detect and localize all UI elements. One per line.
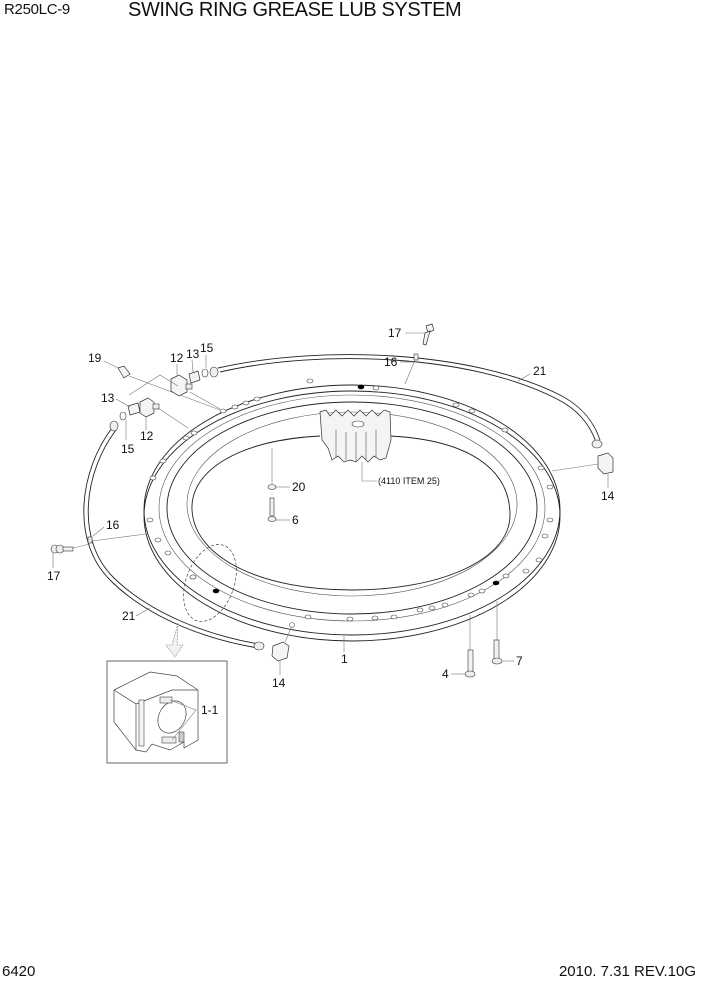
bolt-holes	[146, 378, 554, 622]
hose-nut-upper	[209, 366, 219, 378]
detail-circle	[183, 544, 237, 622]
bolt-7	[491, 639, 503, 665]
connector-13-lower	[127, 402, 141, 416]
pinion-gear	[319, 409, 392, 463]
washer-20	[267, 484, 277, 490]
bolt-17-upper	[422, 323, 435, 346]
swing-ring	[143, 384, 561, 642]
callout-15: 15	[121, 442, 135, 456]
oring-15-lower	[119, 411, 127, 421]
callout-17: 17	[388, 326, 402, 340]
elbow-14-right	[597, 452, 614, 475]
hose-nut-right	[591, 439, 603, 449]
detail-inset-1-1	[106, 660, 228, 764]
clip-16-lower	[87, 536, 93, 544]
callout-1-1: 1-1	[201, 703, 219, 717]
oring-15-upper	[201, 368, 209, 378]
callout-14: 14	[601, 489, 615, 503]
grease-nipple-19	[117, 365, 131, 379]
callout-13: 13	[186, 347, 200, 361]
page-title: SWING RING GREASE LUB SYSTEM	[128, 0, 462, 21]
bolt-17-lower	[50, 544, 74, 554]
hose-upper	[217, 354, 601, 443]
callout-16: 16	[384, 355, 398, 369]
reference-note: (4110 ITEM 25)	[378, 476, 440, 486]
callout-16: 16	[106, 518, 120, 532]
clip-16-upper	[413, 353, 419, 361]
connector-13-upper	[188, 370, 201, 384]
callout-17: 17	[47, 569, 61, 583]
elbow-12-upper	[170, 374, 193, 397]
bolt-4	[464, 649, 476, 678]
callout-21: 21	[533, 364, 547, 378]
hose-nut-lower	[109, 420, 119, 432]
callout-12: 12	[170, 351, 184, 365]
revision-date: 2010. 7.31 REV.10G	[558, 963, 696, 980]
hose-lower	[83, 427, 260, 649]
callout-20: 20	[292, 480, 306, 494]
callout-6: 6	[292, 513, 299, 527]
model-number: R250LC-9	[4, 1, 70, 18]
elbow-12-lower	[139, 397, 160, 418]
callout-19: 19	[88, 351, 102, 365]
callout-15: 15	[200, 341, 214, 355]
callout-12: 12	[140, 429, 154, 443]
hose-nut-bottom	[253, 641, 265, 651]
callout-4: 4	[442, 667, 449, 681]
callout-13: 13	[101, 391, 115, 405]
detail-arrow	[165, 622, 184, 658]
bolt-6	[267, 497, 277, 522]
callout-21: 21	[122, 609, 136, 623]
callout-1: 1	[341, 652, 348, 666]
page-number: 6420	[2, 963, 36, 980]
callout-7: 7	[516, 654, 523, 668]
callout-14: 14	[272, 676, 286, 690]
elbow-14-bottom	[271, 641, 290, 662]
